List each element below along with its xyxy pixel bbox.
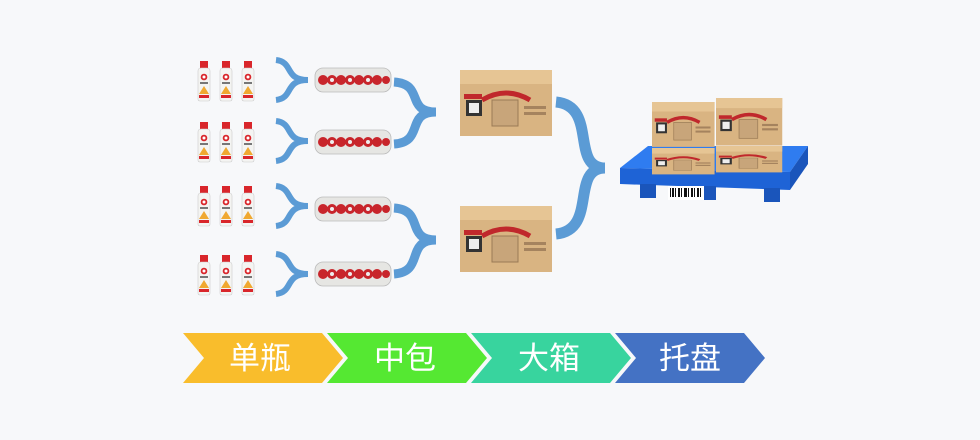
brace-icon <box>276 186 308 226</box>
box <box>460 70 552 136</box>
pack <box>314 129 392 155</box>
brace-icon <box>276 60 308 100</box>
bottle-group <box>198 122 254 162</box>
single-bottle-groups <box>198 61 254 295</box>
pack <box>314 67 392 93</box>
stage-arrows <box>183 333 765 383</box>
brace-icon <box>393 77 437 149</box>
bottle-group <box>198 61 254 101</box>
bottle-group <box>198 255 254 295</box>
box <box>460 206 552 272</box>
stage-label-large-box: 大箱 <box>518 341 580 377</box>
stage-arrow-single-bottle <box>183 333 343 383</box>
brace-icon <box>554 96 606 240</box>
pallet <box>620 96 808 202</box>
stage-arrow-large-box <box>471 333 631 383</box>
middle-packs <box>314 67 392 287</box>
brace-icon <box>393 203 437 279</box>
brace-icon <box>276 254 308 294</box>
bottle-group <box>198 186 254 226</box>
large-boxes <box>460 70 552 272</box>
barcode-icon <box>668 186 704 200</box>
stage-arrow-pallet <box>615 333 765 383</box>
pack <box>314 261 392 287</box>
brace-icon <box>276 121 308 161</box>
stage-label-single-bottle: 单瓶 <box>229 341 291 377</box>
pack <box>314 196 392 222</box>
stage-arrow-middle-pack <box>327 333 487 383</box>
stage-label-middle-pack: 中包 <box>374 341 436 377</box>
stage-label-pallet: 托盘 <box>659 341 721 377</box>
braces <box>276 60 606 294</box>
